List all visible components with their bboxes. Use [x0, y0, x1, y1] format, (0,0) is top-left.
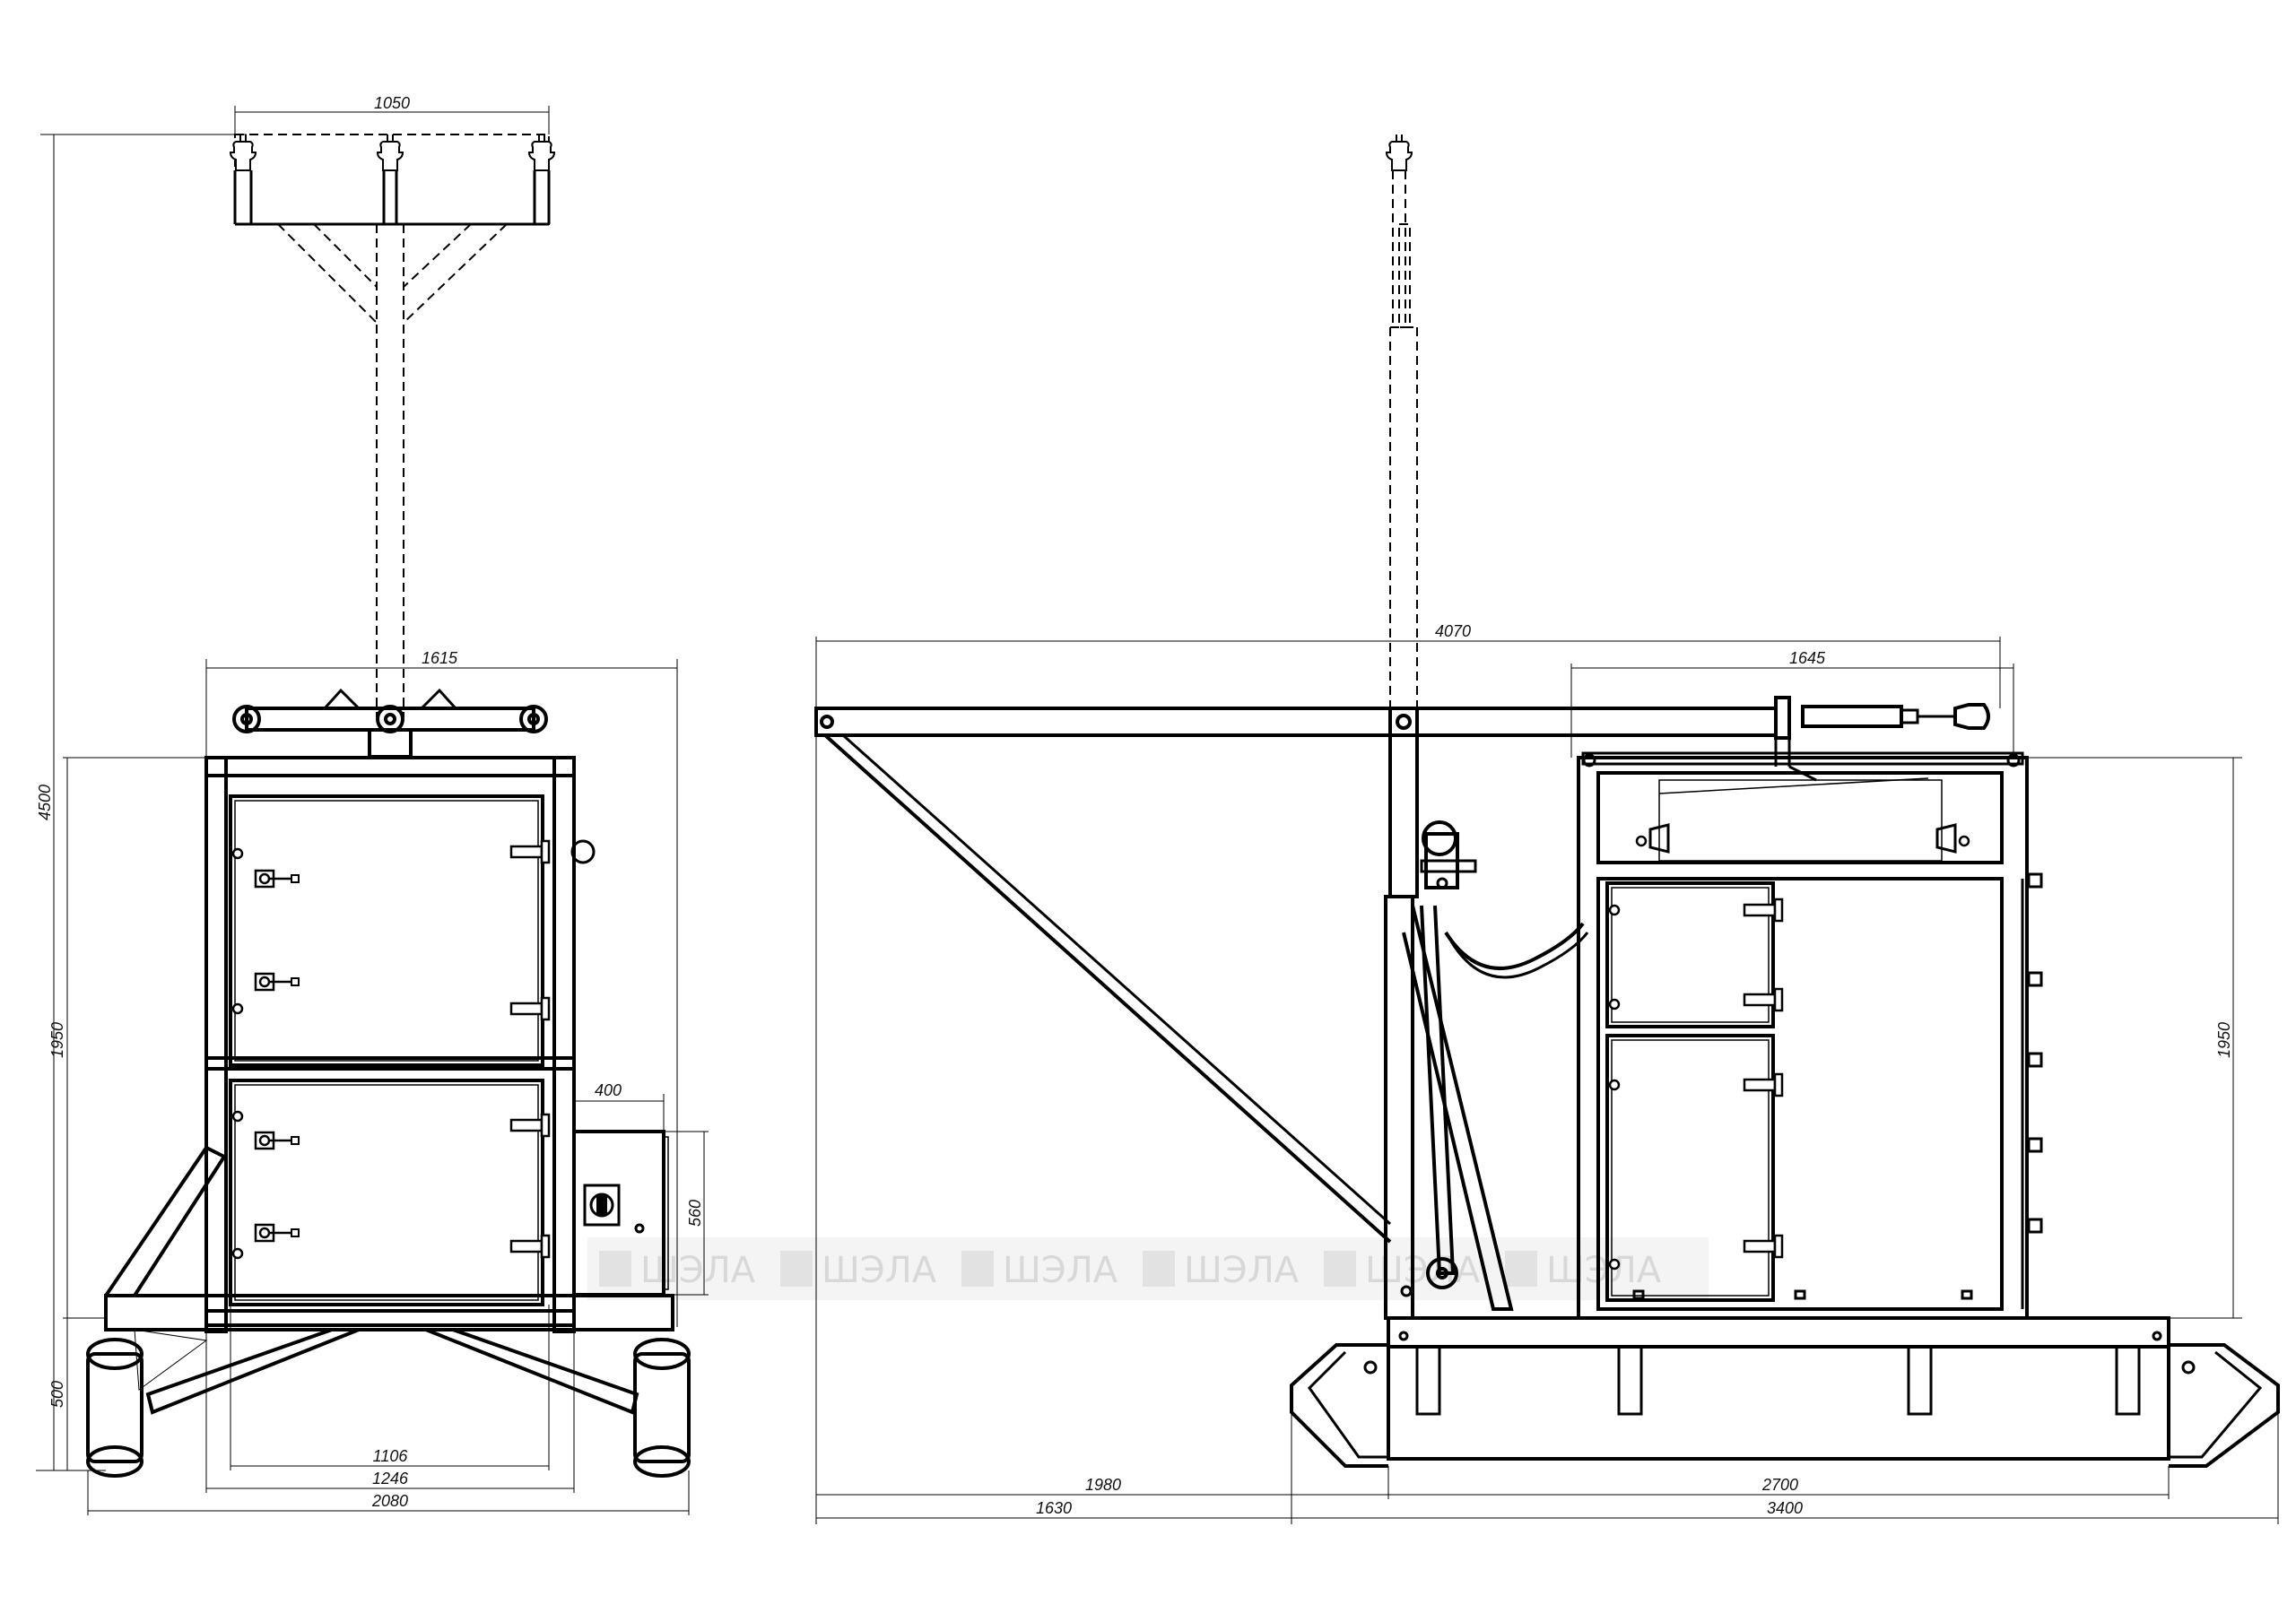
dim-overall-length: 3400	[1767, 1499, 1803, 1517]
dim-skid-length: 2700	[1761, 1476, 1798, 1494]
hinge-icon	[1743, 1234, 1784, 1259]
side-post	[1384, 707, 1589, 1320]
dim-side-body-height: 1950	[2215, 1022, 2233, 1058]
hinge-icon	[509, 1234, 551, 1259]
side-boom	[814, 696, 1990, 1244]
hinge-icon	[1743, 898, 1784, 923]
side-mast	[1386, 134, 1418, 717]
watermark-text: ШЭЛА	[1546, 1250, 1662, 1291]
door-handle-icon	[254, 869, 300, 889]
side-view: 4070 1645 1950 1980 2700 1630 3400	[814, 134, 2280, 1524]
watermark-logo-icon	[599, 1251, 631, 1287]
hinge-icon	[509, 996, 551, 1021]
side-dimensions: 4070 1645 1950 1980 2700 1630 3400	[815, 622, 2279, 1524]
watermark: ШЭЛА ШЭЛА ШЭЛА ШЭЛА ШЭЛА ШЭЛА	[587, 1237, 1709, 1300]
hinge-icon	[1743, 987, 1784, 1012]
side-cabinet	[1577, 751, 2043, 1320]
hinge-icon	[1743, 1072, 1784, 1097]
watermark-logo-icon	[780, 1251, 813, 1287]
dim-body-height: 1950	[48, 1022, 66, 1058]
watermark-logo-icon	[961, 1251, 994, 1287]
front-switch-box	[572, 1130, 669, 1297]
dim-frame-width: 1246	[372, 1470, 409, 1488]
watermark-text: ШЭЛА	[1184, 1250, 1300, 1291]
door-handle-icon	[254, 1131, 300, 1150]
side-latches	[2027, 872, 2043, 1234]
door-handle-icon	[254, 972, 300, 992]
dim-crossarm-width: 1050	[374, 94, 410, 112]
dim-base-width: 2080	[371, 1492, 408, 1510]
dim-door-width: 1106	[373, 1447, 409, 1465]
front-base	[86, 1145, 691, 1478]
door-handle-icon	[254, 1223, 300, 1243]
watermark-text: ШЭЛА	[1003, 1250, 1118, 1291]
watermark-logo-icon	[1505, 1251, 1537, 1287]
side-sled	[1290, 1316, 2280, 1468]
hinge-icon	[509, 1113, 551, 1138]
front-view: 1050 4500 1615 1950 500 400 560 1106 124…	[36, 94, 709, 1515]
hinge-icon	[509, 839, 551, 864]
front-cabinet	[204, 756, 596, 1333]
watermark-logo-icon	[1143, 1251, 1175, 1287]
wheel-left	[86, 1338, 144, 1478]
insulator-icon	[377, 134, 404, 171]
dim-boom-length: 1630	[1036, 1499, 1072, 1517]
dim-box-height: 560	[686, 1200, 704, 1227]
dim-total-height: 4500	[36, 785, 54, 820]
insulator-icon	[1386, 134, 1413, 171]
watermark-logo-icon	[1324, 1251, 1356, 1287]
front-mast	[230, 134, 555, 717]
front-top-crossbar	[232, 688, 548, 759]
front-dimensions: 1050 4500 1615 1950 500 400 560 1106 124…	[36, 94, 709, 1515]
watermark-text: ШЭЛА	[640, 1250, 756, 1291]
watermark-text: ШЭЛА	[822, 1250, 937, 1291]
wheel-right	[633, 1338, 691, 1478]
watermark-text: ШЭЛА	[1365, 1250, 1481, 1291]
dim-top-width: 1615	[422, 649, 458, 667]
dim-total-length: 4070	[1435, 622, 1471, 640]
insulator-icon	[528, 134, 555, 171]
dim-mast-offset: 1980	[1085, 1476, 1121, 1494]
dim-top-depth: 1645	[1789, 649, 1826, 667]
dim-box-width: 400	[595, 1081, 622, 1099]
dim-skid-height: 500	[48, 1381, 66, 1408]
